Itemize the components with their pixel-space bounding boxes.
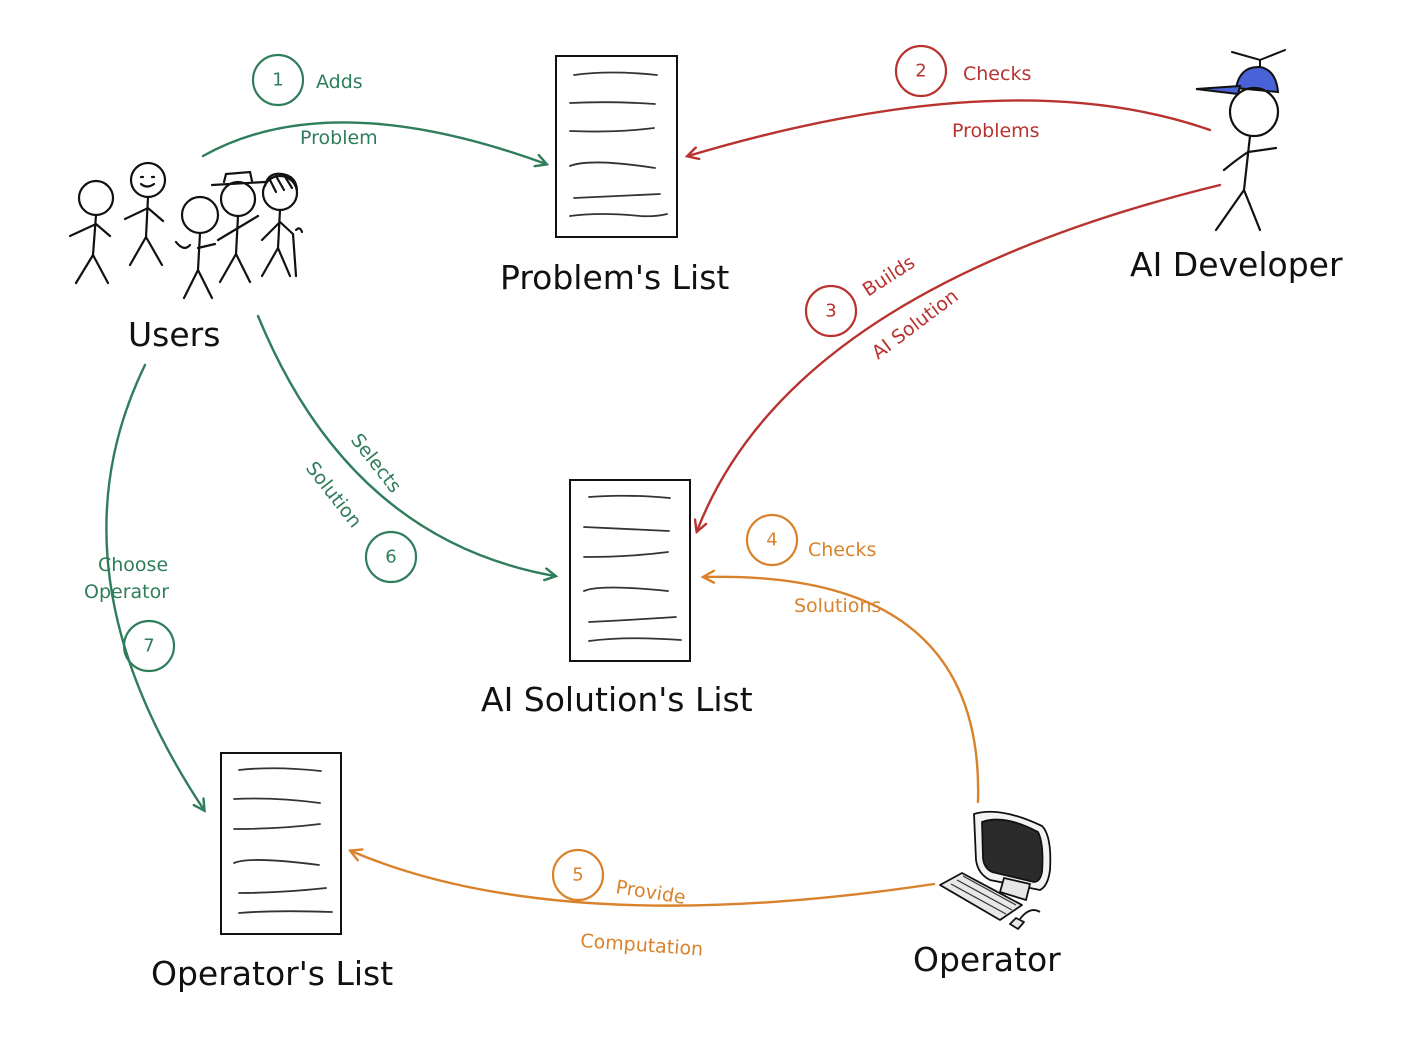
solutions-list-title: AI Solution's List [481, 680, 753, 719]
users-title: Users [128, 315, 220, 354]
ai-developer-icon [1195, 49, 1286, 232]
step-6-label-line1: Selects [346, 430, 406, 498]
step-6-label-line2: Solution [301, 458, 366, 533]
step-1-label-line1: Adds [316, 71, 363, 93]
svg-text:5: 5 [572, 865, 583, 886]
step-4-label-line2: Solutions [794, 595, 881, 617]
svg-text:7: 7 [143, 636, 154, 657]
step-3-label-line1: Builds [859, 251, 919, 301]
arrow-checks-solutions [704, 577, 980, 804]
problems-list-document-icon [555, 55, 678, 238]
arrow-checks-problems [688, 99, 1212, 156]
svg-text:4: 4 [766, 530, 777, 551]
step-4-badge: 4 [745, 513, 799, 567]
problems-list-title: Problem's List [500, 258, 729, 297]
users-icon [68, 161, 304, 300]
arrow-choose-operator [105, 363, 204, 810]
step-2-label-line1: Checks [963, 63, 1031, 85]
arrow-provide-computation [351, 851, 936, 907]
step-7-badge: 7 [122, 619, 176, 673]
step-7-label-line1: Choose [98, 554, 168, 576]
arrow-builds-ai-solution [697, 183, 1222, 531]
svg-text:6: 6 [385, 547, 396, 568]
step-5-label-line2: Computation [580, 930, 704, 961]
step-3-label-line2: AI Solution [868, 285, 963, 364]
step-2-badge: 2 [894, 44, 948, 98]
ai-developer-title: AI Developer [1130, 245, 1343, 284]
step-5-badge: 5 [551, 848, 605, 902]
svg-text:2: 2 [915, 61, 926, 82]
svg-text:1: 1 [272, 70, 283, 91]
step-4-label-line1: Checks [808, 539, 876, 561]
step-2-label-line2: Problems [952, 120, 1040, 142]
step-6-badge: 6 [364, 530, 418, 584]
operators-list-title: Operator's List [151, 954, 393, 993]
step-7-label-line2: Operator [84, 581, 169, 603]
step-3-badge: 3 [804, 284, 858, 338]
operator-title: Operator [913, 940, 1061, 979]
operator-computer-icon [939, 810, 1052, 930]
step-1-badge: 1 [251, 53, 305, 107]
operators-list-document-icon [220, 752, 342, 935]
step-1-label-line2: Problem [300, 127, 378, 149]
arrow-adds-problem [201, 121, 546, 164]
arrow-selects-solution [256, 314, 555, 576]
solutions-list-document-icon [569, 479, 691, 662]
svg-text:3: 3 [825, 301, 836, 322]
